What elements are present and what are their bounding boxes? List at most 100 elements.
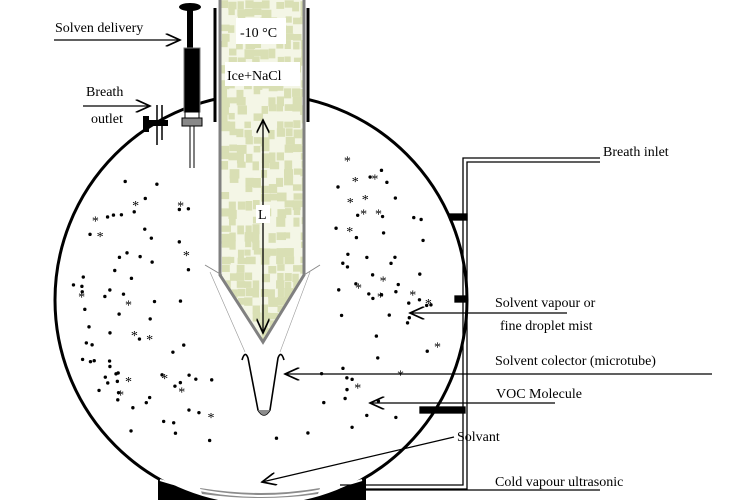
ice-crystal <box>292 96 302 107</box>
droplet-icon <box>187 408 191 412</box>
ice-crystal <box>220 152 230 160</box>
droplet-icon <box>339 313 344 318</box>
ice-crystal <box>244 281 252 288</box>
ice-crystal <box>228 8 235 16</box>
ice-crystal <box>276 177 284 187</box>
ice-crystal <box>245 225 252 235</box>
ice-crystal <box>284 144 294 153</box>
droplet-icon <box>337 288 341 292</box>
ice-crystal <box>236 153 245 164</box>
ice-crystal <box>277 192 287 202</box>
droplet-icon <box>129 429 133 433</box>
droplet-icon <box>376 356 380 360</box>
ice-crystal <box>244 8 255 17</box>
droplet-icon <box>355 213 360 217</box>
droplet-icon <box>374 334 379 338</box>
droplet-icon <box>379 168 384 173</box>
droplet-icon <box>210 378 214 382</box>
droplet-icon <box>274 436 279 440</box>
ice-crystal <box>276 216 286 227</box>
breath-inlet-label: Breath inlet <box>603 145 669 160</box>
ice-crystal <box>300 1 304 11</box>
droplet-icon <box>80 284 84 289</box>
droplet-icon <box>405 321 410 325</box>
droplet-icon <box>322 400 326 405</box>
ice-crystal <box>277 121 284 131</box>
ice-crystal <box>292 104 301 112</box>
droplet-icon <box>380 214 385 219</box>
ice-crystal <box>276 40 284 49</box>
ice-crystal <box>220 121 231 132</box>
voc-molecule-icon: * <box>146 333 153 348</box>
vapour-label-1: Solvent vapour or <box>495 296 596 311</box>
droplet-icon <box>107 359 112 363</box>
ice-crystal <box>245 0 254 9</box>
ice-crystal <box>236 144 247 154</box>
ice-crystal <box>228 121 236 131</box>
ice-crystal <box>253 177 261 188</box>
ice-crystal <box>284 25 293 34</box>
ice-crystal <box>293 17 303 25</box>
voc-molecule-icon: * <box>346 225 353 240</box>
droplet-icon <box>424 303 429 308</box>
breath-inlet-pipe <box>340 157 600 490</box>
droplet-icon <box>334 226 338 230</box>
droplet-icon <box>341 261 345 265</box>
voc-molecule-icon: * <box>178 386 185 401</box>
ice-crystal <box>261 105 269 114</box>
ice-crystal <box>252 8 262 16</box>
ice-crystal <box>292 184 302 191</box>
length-label: L <box>258 208 267 223</box>
droplet-icon <box>90 343 94 347</box>
voc-molecule-icon: * <box>360 208 367 223</box>
droplet-icon <box>385 180 389 185</box>
droplet-icon <box>160 373 164 377</box>
voc-molecule-icon: * <box>132 199 139 214</box>
ice-crystal <box>229 128 237 136</box>
droplet-icon <box>412 215 416 220</box>
ice-crystal <box>245 177 254 188</box>
ice-crystal <box>237 288 246 297</box>
ice-crystal <box>284 200 294 208</box>
ice-crystal <box>253 88 261 95</box>
ice-crystal <box>276 1 285 9</box>
droplet-icon <box>194 377 198 381</box>
droplet-icon <box>83 307 87 312</box>
droplet-icon <box>354 235 359 240</box>
ice-crystal <box>237 9 248 17</box>
ice-crystal <box>293 265 303 272</box>
ice-crystal <box>292 144 302 153</box>
droplet-icon <box>368 175 372 179</box>
droplet-icon <box>186 268 191 272</box>
ice-crystal <box>285 281 292 291</box>
droplet-icon <box>108 364 112 369</box>
ice-crystal <box>276 232 287 241</box>
ice-crystal <box>268 81 278 92</box>
ice-crystal <box>229 144 238 152</box>
ice-crystal <box>277 297 287 306</box>
voc-molecule-icon: * <box>125 375 132 390</box>
ice-crystal <box>268 265 277 274</box>
droplet-icon <box>306 431 310 435</box>
voc-molecule-icon: * <box>434 340 441 355</box>
ice-crystal <box>253 113 264 121</box>
droplet-icon <box>371 296 375 301</box>
droplet-icon <box>117 255 122 260</box>
droplet-icon <box>173 431 178 435</box>
ice-crystal <box>269 193 279 201</box>
ice-crystal <box>300 232 304 241</box>
breath-outlet-valve <box>143 105 168 145</box>
ice-crystal <box>252 280 260 291</box>
ice-crystal <box>221 241 230 248</box>
droplet-icon <box>114 372 118 376</box>
ice-crystal <box>293 193 303 200</box>
ice-crystal <box>244 232 254 242</box>
vapour-label-2: fine droplet mist <box>500 319 593 334</box>
ice-crystal <box>229 97 239 104</box>
ice-crystal <box>221 265 230 272</box>
ice-crystal <box>268 97 276 107</box>
ice-crystal <box>252 161 259 171</box>
ice-crystal <box>221 225 231 232</box>
ice-crystal <box>292 200 301 211</box>
droplet-icon <box>113 268 117 273</box>
